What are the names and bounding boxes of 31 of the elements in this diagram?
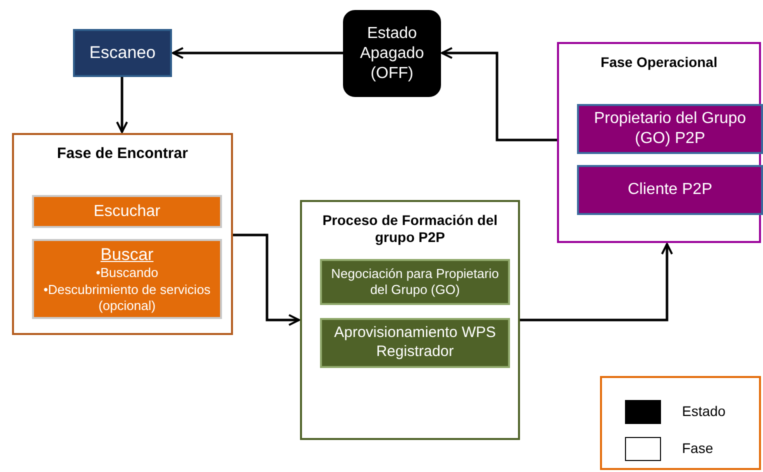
bullet-item: •Descubrimiento de servicios (opcional) (42, 282, 212, 314)
step-box (320, 318, 510, 368)
bullet-item: •Buscando (96, 265, 158, 282)
legend-label: Fase (682, 440, 714, 456)
box-label: Cliente P2P (628, 180, 712, 200)
arrow (520, 243, 673, 322)
phase-box (300, 200, 520, 440)
step-title: Buscar (100, 244, 154, 266)
box-label: Estado Apagado (OFF) (358, 24, 426, 84)
box-label: Aprovisionamiento WPS Registrador (333, 324, 497, 362)
box-label: Escaneo (89, 42, 156, 64)
step-box (32, 195, 222, 228)
state-box (343, 10, 441, 97)
phase-box (12, 133, 233, 335)
box-label: Escuchar (94, 202, 160, 222)
box-label: Propietario del Grupo (GO) P2P (592, 109, 748, 149)
legend-label: Estado (682, 403, 726, 419)
phase-title: Proceso de Formación del grupo P2P (321, 212, 499, 246)
phase-title: Fase de Encontrar (56, 145, 189, 163)
arrow (441, 47, 557, 142)
role-box (577, 104, 763, 154)
step-box (320, 259, 510, 305)
role-box (577, 165, 763, 215)
step-box (32, 239, 222, 319)
phase-box (557, 42, 761, 243)
phase-title: Fase Operacional (600, 54, 718, 71)
box-label: Negociación para Propietario del Grupo (GO) (330, 266, 500, 298)
arrow (233, 234, 300, 326)
arrow (172, 47, 343, 59)
arrow (116, 77, 128, 133)
state-box (73, 29, 172, 77)
